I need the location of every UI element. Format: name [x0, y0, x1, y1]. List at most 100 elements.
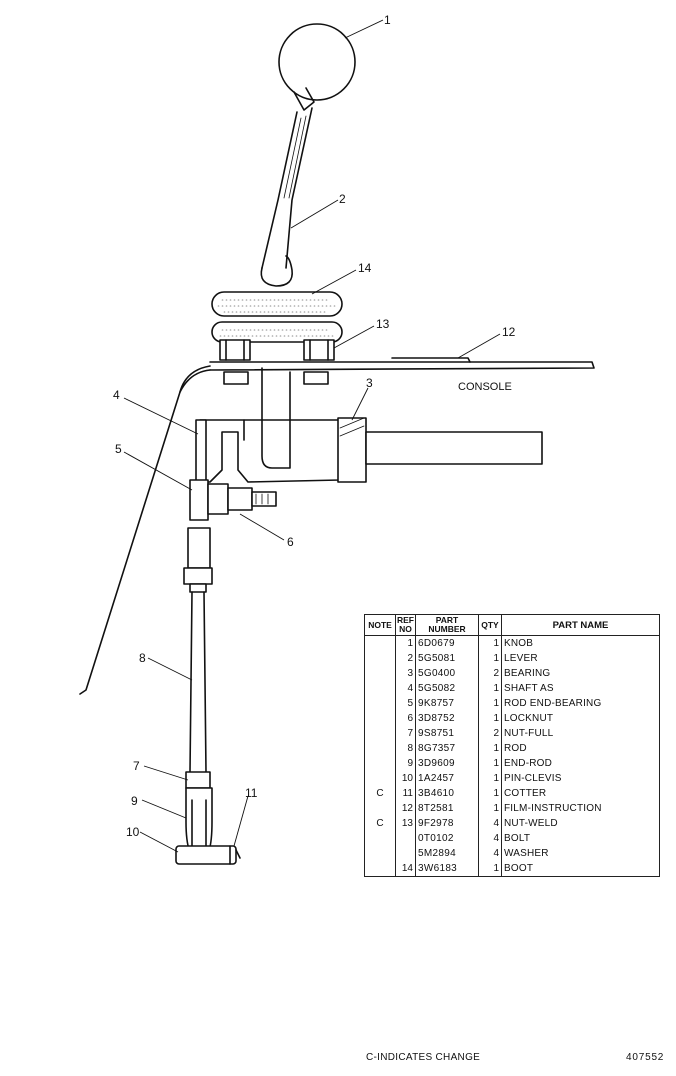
- cell-qty: 1: [478, 801, 502, 816]
- cell-note: [364, 801, 396, 816]
- cell-part-number: 9K8757: [415, 696, 479, 711]
- leader-4: [123, 397, 199, 435]
- bearing: [337, 417, 367, 483]
- cell-part-name: FILM-INSTRUCTION: [501, 801, 660, 816]
- cell-part-name: LEVER: [501, 651, 660, 666]
- lever-collar: [293, 87, 315, 111]
- figure-number: 407552: [626, 1052, 665, 1063]
- cell-ref-no: 4: [395, 681, 416, 696]
- cell-note: [364, 666, 396, 681]
- cell-note: [364, 771, 396, 786]
- leader-14: [311, 269, 357, 295]
- cell-part-name: BEARING: [501, 666, 660, 681]
- callout-4: 4: [113, 388, 120, 402]
- cell-ref-no: 11: [395, 786, 416, 801]
- cell-part-number: 9F2978: [415, 816, 479, 831]
- cell-part-name: COTTER: [501, 786, 660, 801]
- callout-7: 7: [133, 759, 140, 773]
- cell-ref-no: 7: [395, 726, 416, 741]
- cell-note: [364, 741, 396, 756]
- callout-11: 11: [245, 786, 258, 800]
- cell-ref-no: 6: [395, 711, 416, 726]
- leader-12: [457, 333, 501, 359]
- leader-2: [290, 199, 339, 229]
- cell-note: [364, 696, 396, 711]
- lever-base: [260, 255, 293, 287]
- knob: [278, 23, 356, 101]
- callout-10: 10: [126, 825, 140, 839]
- cell-ref-no: 8: [395, 741, 416, 756]
- clevis-pin: [175, 845, 237, 865]
- cell-ref-no: 10: [395, 771, 416, 786]
- cell-qty: 1: [478, 635, 502, 651]
- cell-qty: 4: [478, 846, 502, 861]
- cell-part-name: ROD END-BEARING: [501, 696, 660, 711]
- cell-part-number: 5M2894: [415, 846, 479, 861]
- cell-part-number: 3D8752: [415, 711, 479, 726]
- callout-5: 5: [115, 442, 122, 456]
- cell-note: [364, 635, 396, 651]
- cell-part-number: 3W6183: [415, 861, 479, 877]
- cell-part-number: 0T0102: [415, 831, 479, 846]
- cell-qty: 1: [478, 861, 502, 877]
- callout-2: 2: [339, 192, 346, 206]
- cell-qty: 1: [478, 786, 502, 801]
- callout-6: 6: [287, 535, 294, 549]
- cell-part-name: BOLT: [501, 831, 660, 846]
- cell-part-name: NUT-FULL: [501, 726, 660, 741]
- cell-part-number: 8T2581: [415, 801, 479, 816]
- header-part-number: PART NUMBER: [415, 614, 479, 636]
- cell-qty: 1: [478, 771, 502, 786]
- cell-note: [364, 726, 396, 741]
- leader-10: [139, 831, 179, 853]
- cell-ref-no: 12: [395, 801, 416, 816]
- leader-8: [147, 657, 193, 681]
- boot: [211, 291, 343, 343]
- change-indicator-note: C-INDICATES CHANGE: [366, 1052, 481, 1063]
- shaft-flange: [195, 419, 207, 483]
- header-part-name: PART NAME: [501, 614, 660, 636]
- cell-note: [364, 846, 396, 861]
- cell-note: C: [364, 816, 396, 831]
- cell-ref-no: 13: [395, 816, 416, 831]
- cell-ref-no: 3: [395, 666, 416, 681]
- clevis-assembly: [175, 787, 241, 865]
- cell-part-name: LOCKNUT: [501, 711, 660, 726]
- cell-part-name: PIN-CLEVIS: [501, 771, 660, 786]
- cell-part-number: 1A2457: [415, 771, 479, 786]
- leader-7: [143, 765, 189, 781]
- cell-part-number: 9S8751: [415, 726, 479, 741]
- callout-12: 12: [502, 325, 516, 339]
- cell-note: [364, 756, 396, 771]
- lever: [261, 107, 313, 269]
- leader-9: [141, 799, 187, 819]
- cell-qty: 2: [478, 666, 502, 681]
- cell-note: C: [364, 786, 396, 801]
- leader-3: [351, 387, 369, 421]
- cell-part-name: KNOB: [501, 635, 660, 651]
- header-qty: QTY: [478, 614, 502, 636]
- cell-part-name: NUT-WELD: [501, 816, 660, 831]
- cell-part-number: 6D0679: [415, 635, 479, 651]
- cell-qty: 1: [478, 651, 502, 666]
- cell-part-name: SHAFT AS: [501, 681, 660, 696]
- cell-note: [364, 651, 396, 666]
- cell-ref-no: 1: [395, 635, 416, 651]
- cell-part-name: END-ROD: [501, 756, 660, 771]
- callout-3: 3: [366, 376, 373, 390]
- cell-qty: 2: [478, 726, 502, 741]
- console-plate: [79, 357, 595, 695]
- cell-note: [364, 831, 396, 846]
- cell-note: [364, 861, 396, 877]
